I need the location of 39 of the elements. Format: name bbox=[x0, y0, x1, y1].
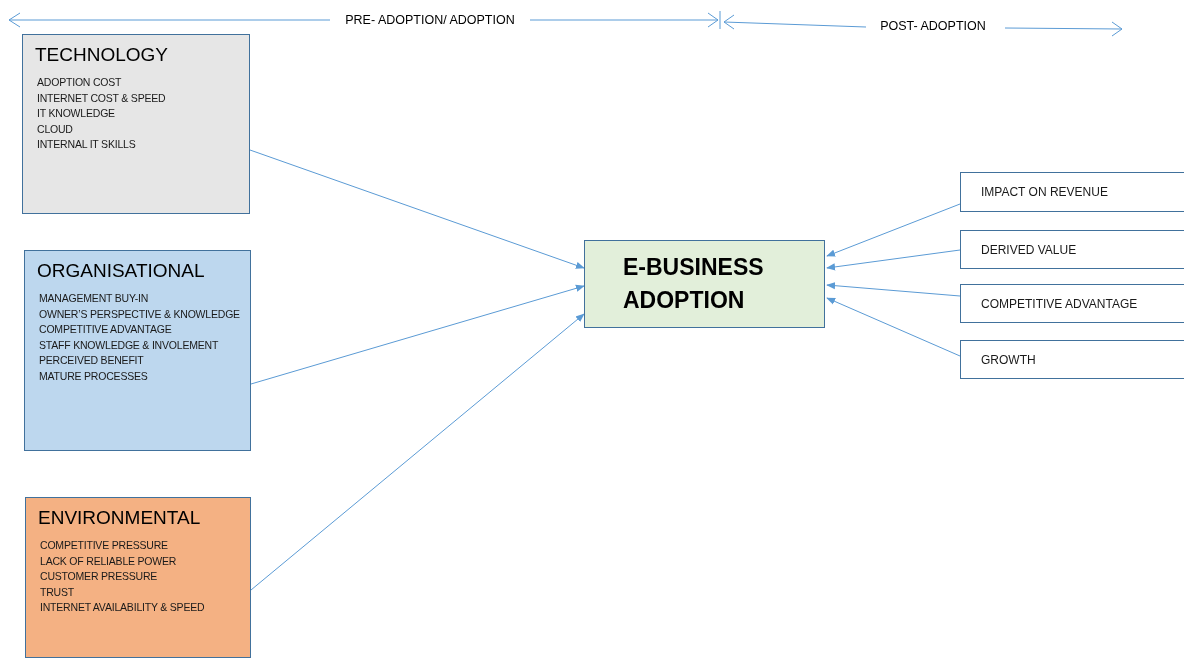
central-title: E-BUSINESS ADOPTION bbox=[623, 253, 765, 315]
outcome-box bbox=[960, 284, 1184, 323]
outcome-box bbox=[960, 230, 1184, 269]
factor-item: INTERNAL IT SKILLS bbox=[37, 137, 137, 152]
arrow bbox=[826, 203, 961, 257]
outcome-box bbox=[960, 172, 1184, 212]
outcome-text: DERIVED VALUE bbox=[981, 241, 1077, 259]
central-box bbox=[584, 240, 825, 328]
arrow bbox=[250, 284, 585, 385]
outcome-text: IMPACT ON REVENUE bbox=[981, 184, 1108, 201]
factor-item: COMPETITIVE PRESSURE bbox=[40, 538, 169, 553]
factor-item: MATURE PROCESSES bbox=[39, 368, 149, 384]
factor-item: ADOPTION COST bbox=[37, 75, 123, 90]
factor-item: IT KNOWLEDGE bbox=[37, 106, 116, 121]
outcome-box bbox=[960, 340, 1184, 379]
factor-box bbox=[22, 34, 250, 214]
factor-box bbox=[24, 250, 251, 451]
outcome-text: GROWTH bbox=[981, 351, 1036, 369]
outcome-text: COMPETITIVE ADVANTAGE bbox=[981, 295, 1138, 313]
factor-item: TRUST bbox=[40, 584, 75, 600]
factor-item: LACK OF RELIABLE POWER bbox=[40, 553, 178, 569]
factor-item: CLOUD bbox=[37, 121, 74, 137]
box-heading: TECHNOLOGY bbox=[35, 43, 170, 67]
arrow bbox=[249, 149, 585, 269]
box-heading: ENVIRONMENTAL bbox=[38, 506, 202, 530]
factor-item: INTERNET COST & SPEED bbox=[37, 90, 167, 106]
factor-item: MANAGEMENT BUY-IN bbox=[39, 291, 150, 306]
factor-item: PERCEIVED BENEFIT bbox=[39, 353, 145, 368]
arrow bbox=[826, 282, 961, 297]
arrow bbox=[250, 313, 585, 591]
arrow bbox=[826, 249, 961, 271]
factor-item: INTERNET AVAILABILITY & SPEED bbox=[40, 600, 206, 615]
box-heading: ORGANISATIONAL bbox=[37, 259, 206, 283]
factor-box bbox=[25, 497, 251, 658]
arrow bbox=[826, 297, 961, 357]
factor-item: OWNER’S PERSPECTIVE & KNOWLEDGE bbox=[39, 306, 241, 322]
factor-item: STAFF KNOWLEDGE & INVOLEMENT bbox=[39, 337, 220, 353]
factor-item: COMPETITIVE ADVANTAGE bbox=[39, 322, 173, 337]
factor-item: CUSTOMER PRESSURE bbox=[40, 569, 159, 584]
